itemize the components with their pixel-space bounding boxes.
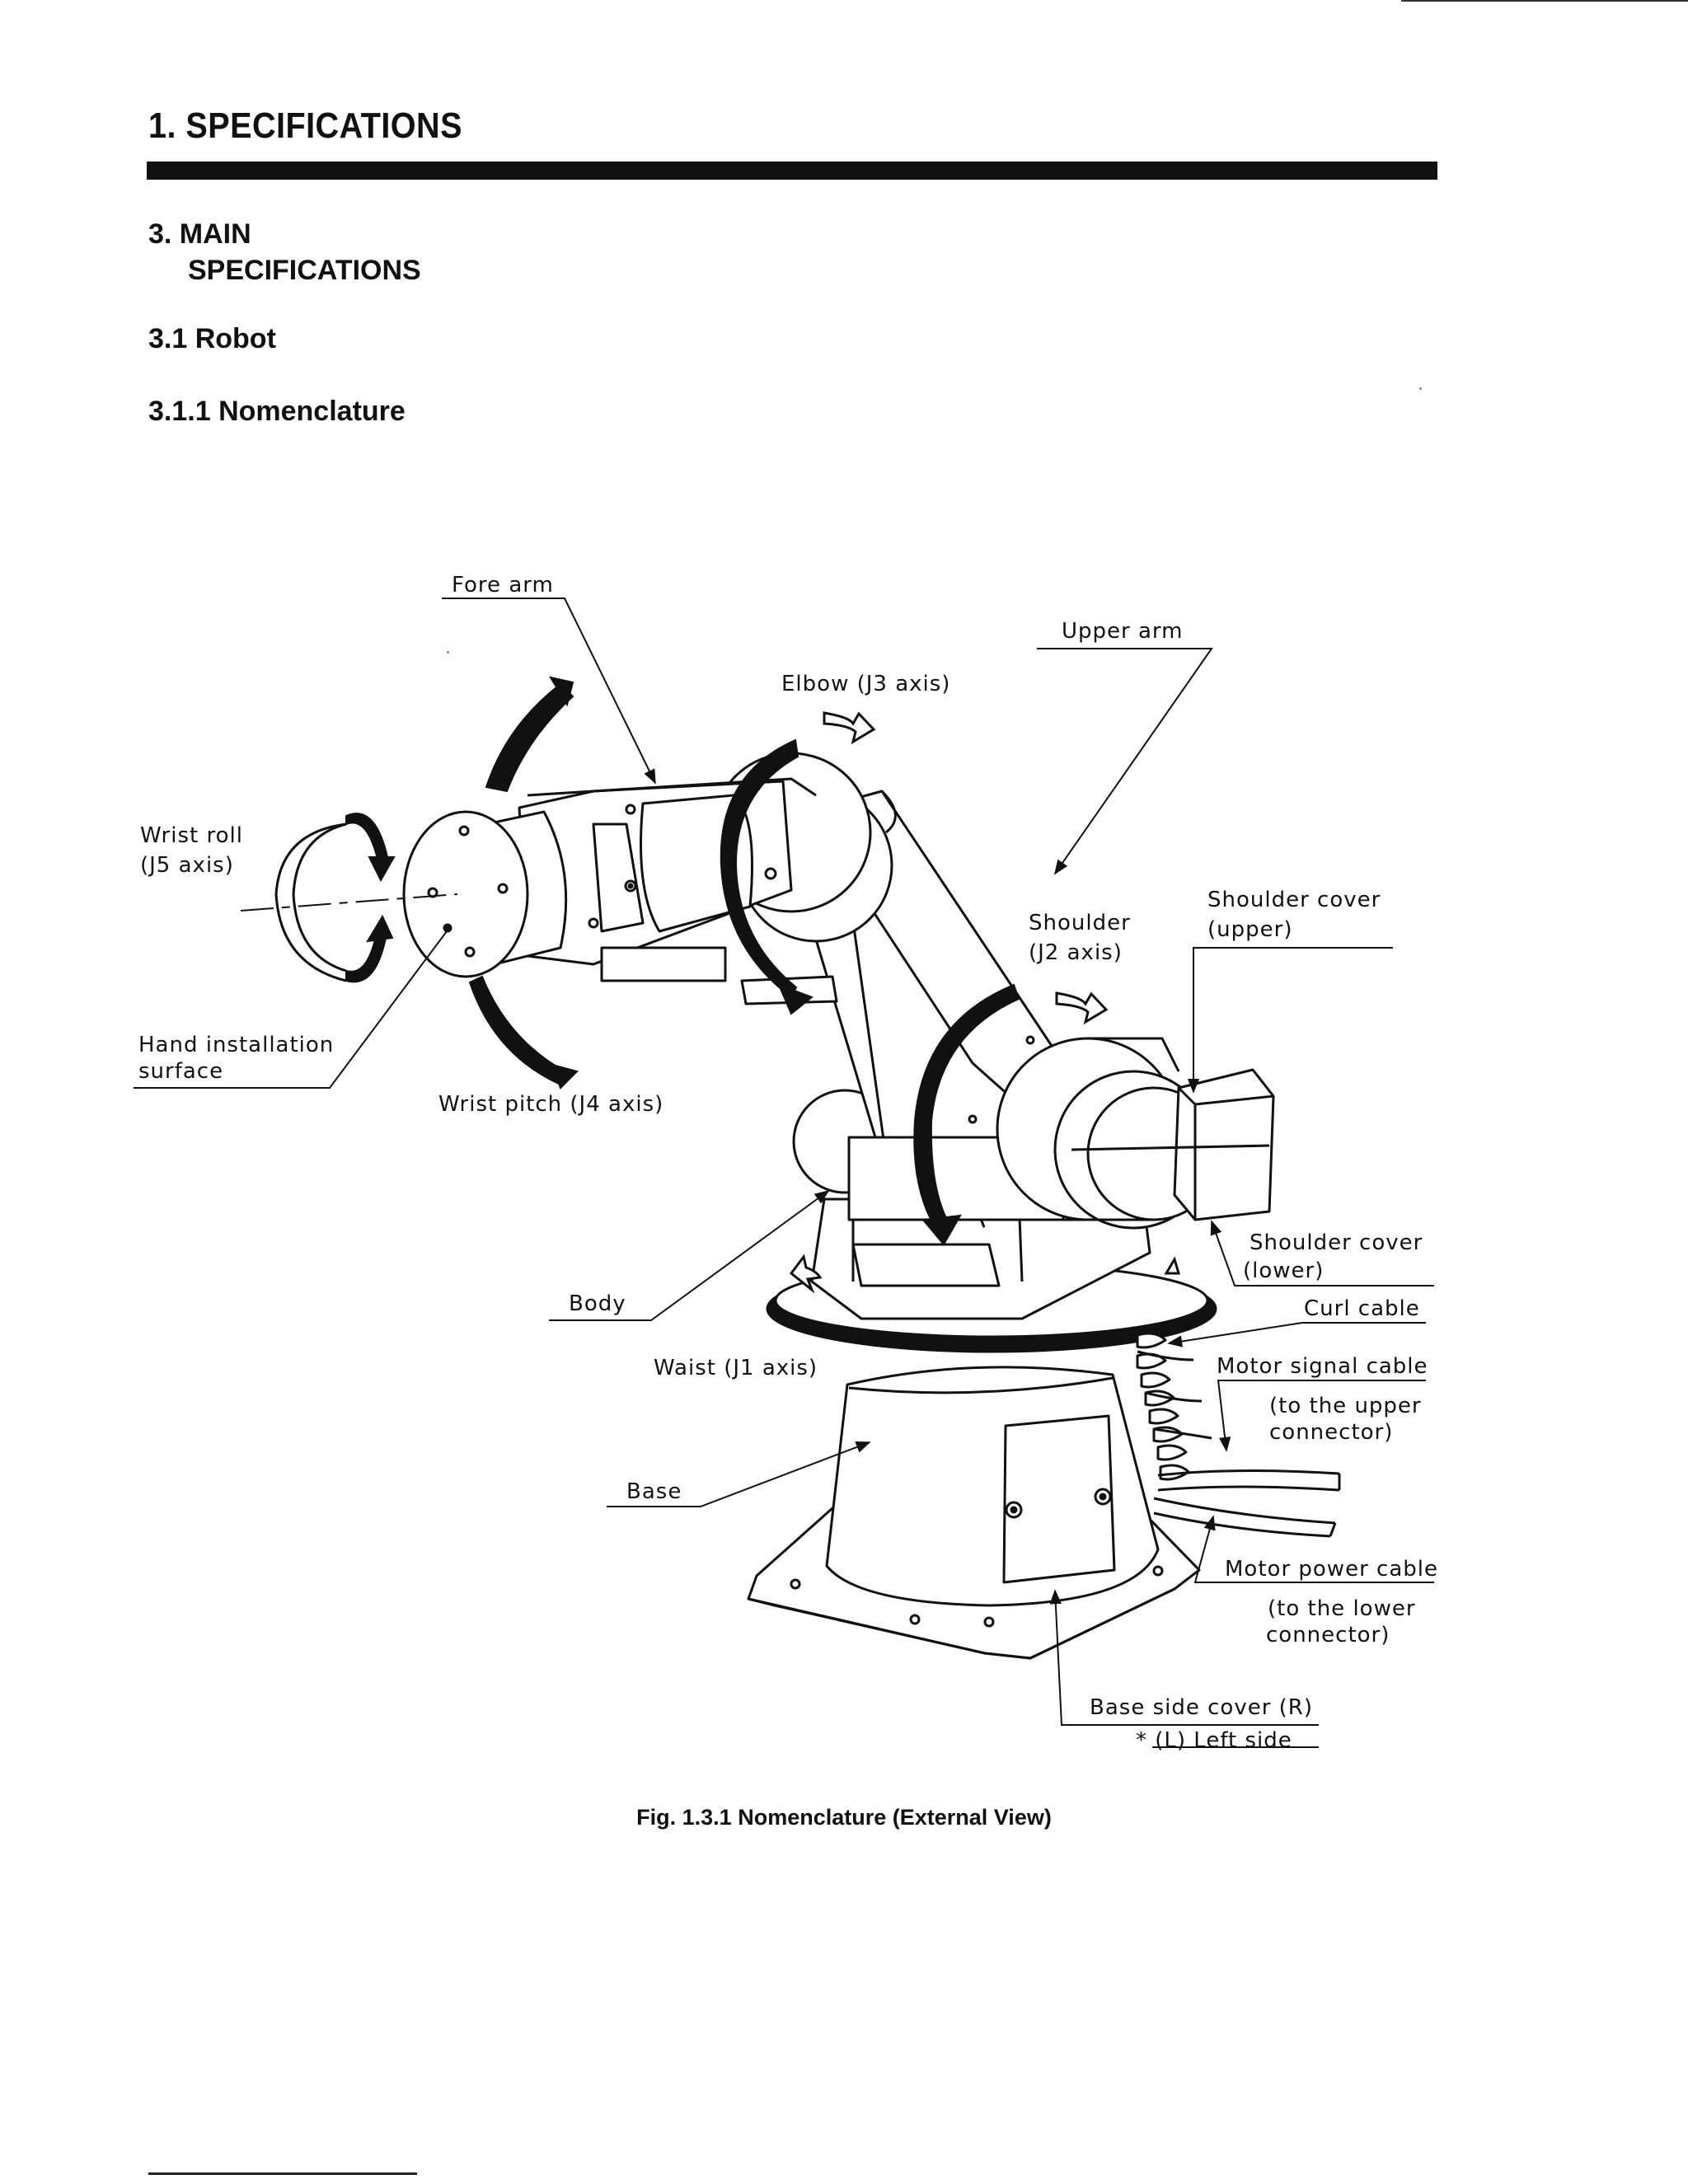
leader-base <box>607 1441 871 1507</box>
waist-arrow-right <box>1164 1256 1181 1275</box>
label-base-side-cover-1: Base side cover (R) <box>1090 1695 1313 1720</box>
base-bolt <box>790 1578 801 1590</box>
chapter-title: 1. SPECIFICATIONS <box>148 105 462 146</box>
label-body: Body <box>569 1291 626 1316</box>
section-main-line1: 3. MAIN <box>148 218 251 250</box>
label-motor-power-2: (to the lower <box>1268 1596 1416 1621</box>
base-plate-edge <box>748 1587 1175 1660</box>
leader-body <box>549 1189 830 1321</box>
label-curl-cable: Curl cable <box>1304 1296 1420 1321</box>
figure-caption: Fig. 1.3.1 Nomenclature (External View) <box>636 1805 1052 1830</box>
label-base: Base <box>626 1479 682 1504</box>
section-main-line2: SPECIFICATIONS <box>188 255 421 286</box>
leader-lines <box>134 598 1434 1748</box>
wrist-roll-arrow-bottom <box>345 935 387 983</box>
rotation-arrows <box>345 676 1020 1246</box>
leader-fore-arm <box>442 598 656 785</box>
leader-shoulder-cover-upper <box>1187 947 1393 1094</box>
leader-base-side-cover <box>1049 1589 1319 1726</box>
label-shoulder-cover-upper-2: (upper) <box>1207 917 1292 942</box>
leader-shoulder-cover-lower <box>1210 1220 1434 1286</box>
cables <box>1136 1332 1341 1538</box>
label-shoulder-cover-lower-1: Shoulder cover <box>1250 1230 1423 1255</box>
base-column-top-edge <box>848 1376 1114 1394</box>
leader-upper-arm <box>1037 648 1213 875</box>
wrist-pitch-arrow-down <box>468 975 566 1086</box>
shoulder-arrow-tail <box>1055 991 1109 1025</box>
footer-rule <box>148 2172 417 2175</box>
label-motor-power-3: connector) <box>1266 1623 1390 1647</box>
shoulder-cover-upper <box>1173 1068 1275 1221</box>
leader-curl-cable <box>1167 1322 1426 1347</box>
label-elbow: Elbow (J3 axis) <box>781 672 950 696</box>
section-robot: 3.1 Robot <box>148 323 276 354</box>
scan-speck <box>1419 387 1422 390</box>
base-bolt <box>983 1616 995 1628</box>
leader-motor-signal <box>1217 1380 1426 1452</box>
wrist-roll-ring <box>274 823 347 982</box>
label-fore-arm: Fore arm <box>452 573 554 598</box>
label-shoulder-2: (J2 axis) <box>1029 940 1123 965</box>
leader-motor-power <box>1193 1515 1434 1583</box>
label-motor-signal-3: connector) <box>1269 1420 1393 1445</box>
waist-arrow-left <box>789 1254 823 1294</box>
label-motor-signal-1: Motor signal cable <box>1217 1354 1428 1379</box>
section-nomenclature: 3.1.1 Nomenclature <box>148 396 406 427</box>
j5-axis-line <box>240 893 458 912</box>
base-bolt <box>1152 1565 1164 1577</box>
label-motor-power-1: Motor power cable <box>1225 1557 1438 1582</box>
label-upper-arm: Upper arm <box>1062 619 1183 644</box>
wrist-pitch-arrow-up <box>485 682 574 793</box>
robot-illustration <box>402 752 1341 1660</box>
figure-labels: Fore arm Upper arm Elbow (J3 axis) Wrist… <box>138 573 1438 1753</box>
hand-installation-flange <box>402 810 529 978</box>
label-wrist-roll-2: (J5 axis) <box>140 853 234 878</box>
chapter-title-rule <box>147 162 1437 180</box>
base-bolt <box>909 1614 921 1625</box>
label-shoulder-cover-upper-1: Shoulder cover <box>1207 888 1381 912</box>
top-edge-rule <box>1401 0 1688 2</box>
label-waist: Waist (J1 axis) <box>654 1356 818 1380</box>
elbow-arrow-tail <box>823 711 876 745</box>
scan-speck <box>447 651 449 654</box>
leader-hand-surface <box>134 927 450 1089</box>
label-shoulder-cover-lower-2: (lower) <box>1243 1258 1324 1283</box>
label-base-side-cover-2: * (L) Left side <box>1136 1728 1292 1753</box>
label-motor-signal-2: (to the upper <box>1269 1394 1422 1418</box>
label-shoulder-1: Shoulder <box>1029 911 1131 935</box>
label-wrist-roll-1: Wrist roll <box>140 823 243 848</box>
wrist-roll-arrow-top <box>345 813 389 860</box>
section-main-specifications: 3. MAIN SPECIFICATIONS <box>148 216 421 288</box>
base-side-cover <box>1002 1414 1116 1584</box>
fore-arm-lower-bracket <box>600 946 727 982</box>
label-hand-surface-2: surface <box>138 1059 223 1084</box>
rotation-arrows-outline <box>274 711 1181 1294</box>
label-hand-surface-1: Hand installation <box>138 1033 334 1057</box>
label-wrist-pitch: Wrist pitch (J4 axis) <box>438 1092 663 1117</box>
